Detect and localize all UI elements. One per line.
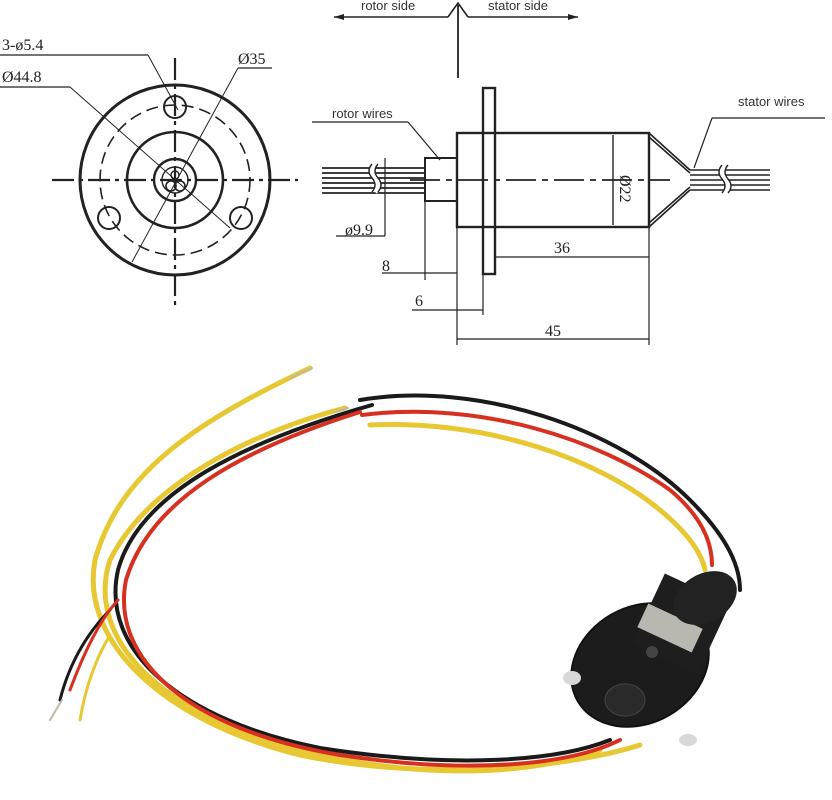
bolt-circle-label: Ø35 xyxy=(238,51,266,68)
yellow-wire-2 xyxy=(102,405,603,774)
holes-dimension-label: 3-ø5.4 xyxy=(2,37,43,54)
black-wire-upper xyxy=(358,393,742,592)
side-view-drawing xyxy=(312,1,825,345)
yellow-wire xyxy=(90,365,643,772)
rotor-side-label: rotor side xyxy=(361,0,415,13)
slip-ring-photo xyxy=(49,365,742,774)
stator-wires-label: stator wires xyxy=(738,94,805,109)
rotor-wires-label: rotor wires xyxy=(332,106,393,121)
shaft-length-label: 8 xyxy=(382,258,390,275)
shaft-diameter-label: ø9.9 xyxy=(345,222,373,239)
red-wire-upper xyxy=(360,409,714,567)
flange-thickness-label: 6 xyxy=(415,293,423,310)
outer-diameter-label: Ø44.8 xyxy=(2,69,42,86)
red-wire xyxy=(122,410,622,768)
total-length-label: 45 xyxy=(545,323,561,340)
body-length-label: 36 xyxy=(554,240,570,257)
stator-side-label: stator side xyxy=(488,0,548,13)
yellow-wire-upper xyxy=(367,422,708,573)
front-view-labels: 3-ø5.4 Ø44.8 Ø35 xyxy=(2,37,266,86)
body-diameter-label: Ø22 xyxy=(616,175,633,203)
side-view-labels: rotor side stator side rotor wires stato… xyxy=(332,0,805,340)
slip-ring-body xyxy=(563,571,737,746)
front-view-drawing xyxy=(0,54,298,305)
